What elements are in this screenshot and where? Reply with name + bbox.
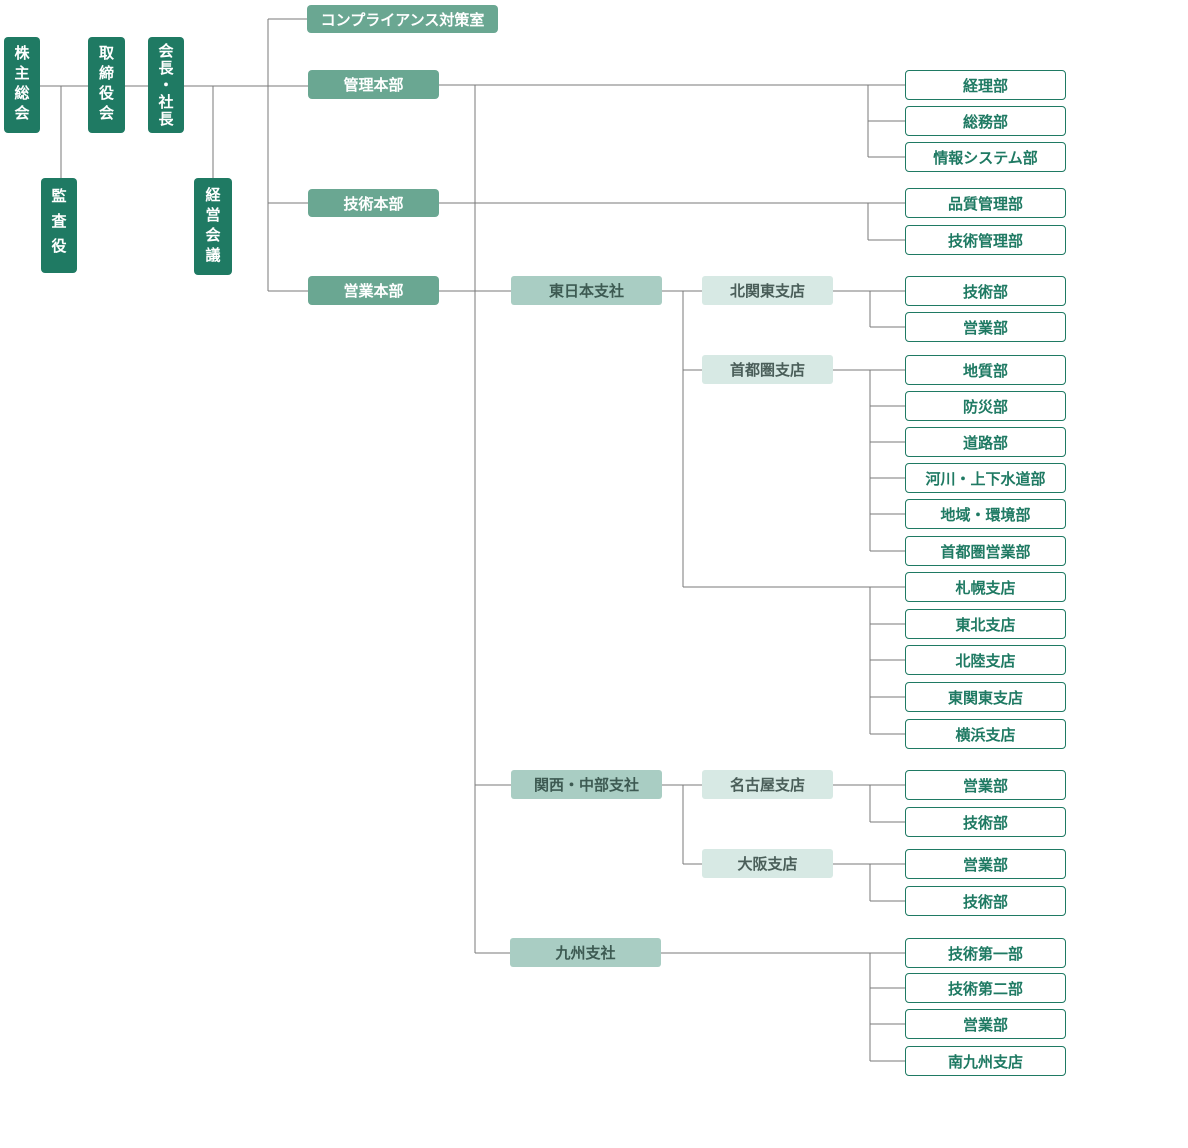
kyushu-branch: 九州支社 [510, 938, 661, 967]
shareholders-meeting-box: 株主総会 [4, 37, 40, 133]
branch-sapporo: 札幌支店 [905, 572, 1066, 602]
management-meeting-box: 経営会議 [194, 178, 232, 275]
dept-general-affairs: 総務部 [905, 106, 1066, 136]
management-meeting-label: 経営会議 [203, 186, 222, 267]
shutoken-dept-geology: 地質部 [905, 355, 1066, 385]
nagoya-dept-tech: 技術部 [905, 807, 1066, 837]
auditor-label: 監査役 [49, 188, 68, 263]
shareholders-meeting-label: 株主総会 [12, 45, 31, 125]
dept-accounting: 経理部 [905, 70, 1066, 100]
compliance-office: コンプライアンス対策室 [307, 5, 498, 33]
dept-tech-management: 技術管理部 [905, 225, 1066, 255]
admin-hq: 管理本部 [308, 70, 439, 99]
branch-higashikanto: 東関東支店 [905, 682, 1066, 712]
osaka-store: 大阪支店 [702, 849, 833, 878]
east-japan-branch: 東日本支社 [511, 276, 662, 305]
nagoya-store: 名古屋支店 [702, 770, 833, 799]
branch-tohoku: 東北支店 [905, 609, 1066, 639]
board-label: 取締役会 [97, 45, 115, 125]
kyushu-dept-tech-1: 技術第一部 [905, 938, 1066, 968]
kitakanto-dept-tech: 技術部 [905, 276, 1066, 306]
dept-quality-management: 品質管理部 [905, 188, 1066, 218]
branch-yokohama: 横浜支店 [905, 719, 1066, 749]
nagoya-dept-sales: 営業部 [905, 770, 1066, 800]
shutoken-dept-regional-environment: 地域・環境部 [905, 499, 1066, 529]
kitakanto-store: 北関東支店 [702, 276, 833, 305]
shutoken-dept-disaster-prevention: 防災部 [905, 391, 1066, 421]
osaka-dept-tech: 技術部 [905, 886, 1066, 916]
kyushu-dept-sales: 営業部 [905, 1009, 1066, 1039]
osaka-dept-sales: 営業部 [905, 849, 1066, 879]
kyushu-minamikyushu-store: 南九州支店 [905, 1046, 1066, 1076]
sales-hq: 営業本部 [308, 276, 439, 305]
shutoken-dept-sales: 首都圏営業部 [905, 536, 1066, 566]
shutoken-dept-roads: 道路部 [905, 427, 1066, 457]
shutoken-store: 首都圏支店 [702, 355, 833, 384]
dept-it-systems: 情報システム部 [905, 142, 1066, 172]
president-label: 会長・社長 [156, 42, 175, 128]
branch-hokuriku: 北陸支店 [905, 645, 1066, 675]
shutoken-dept-rivers-water: 河川・上下水道部 [905, 463, 1066, 493]
kitakanto-dept-sales: 営業部 [905, 312, 1066, 342]
president-box: 会長・社長 [148, 37, 184, 133]
auditor-box: 監査役 [41, 178, 77, 273]
tech-hq: 技術本部 [308, 189, 439, 217]
kyushu-dept-tech-2: 技術第二部 [905, 973, 1066, 1003]
kansai-chubu-branch: 関西・中部支社 [511, 770, 662, 799]
board-box: 取締役会 [88, 37, 125, 133]
